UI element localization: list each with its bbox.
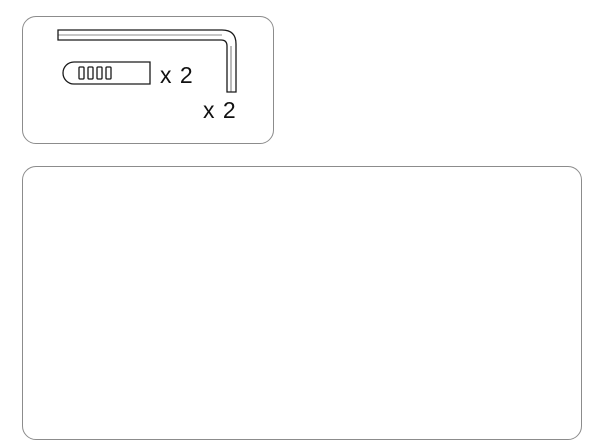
hex-key-icon (57, 29, 237, 93)
wall-anchor-icon (62, 61, 151, 85)
anchor-quantity-label: x 2 (160, 62, 194, 88)
installation-panel (22, 166, 582, 440)
screw-quantity-label: x 2 (203, 97, 237, 123)
